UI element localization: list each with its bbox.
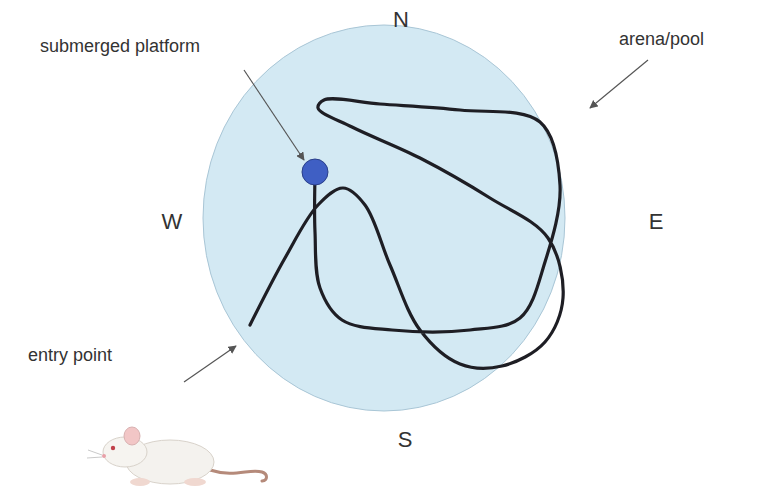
compass-label: N — [393, 8, 409, 32]
compass-label: S — [398, 428, 413, 452]
entry-label: entry point — [28, 346, 112, 366]
platform-label: submerged platform — [40, 37, 200, 57]
swim-path-line — [250, 99, 563, 368]
compass-label: E — [649, 210, 664, 234]
leader-line — [244, 70, 304, 160]
leader-line — [590, 60, 648, 108]
pool-label: arena/pool — [619, 30, 704, 50]
rat-figure — [87, 427, 267, 486]
platform-circle — [302, 159, 328, 185]
compass-label: W — [162, 210, 183, 234]
leader-line — [184, 346, 236, 382]
pool-arena — [203, 25, 565, 411]
swim-path — [250, 99, 563, 368]
